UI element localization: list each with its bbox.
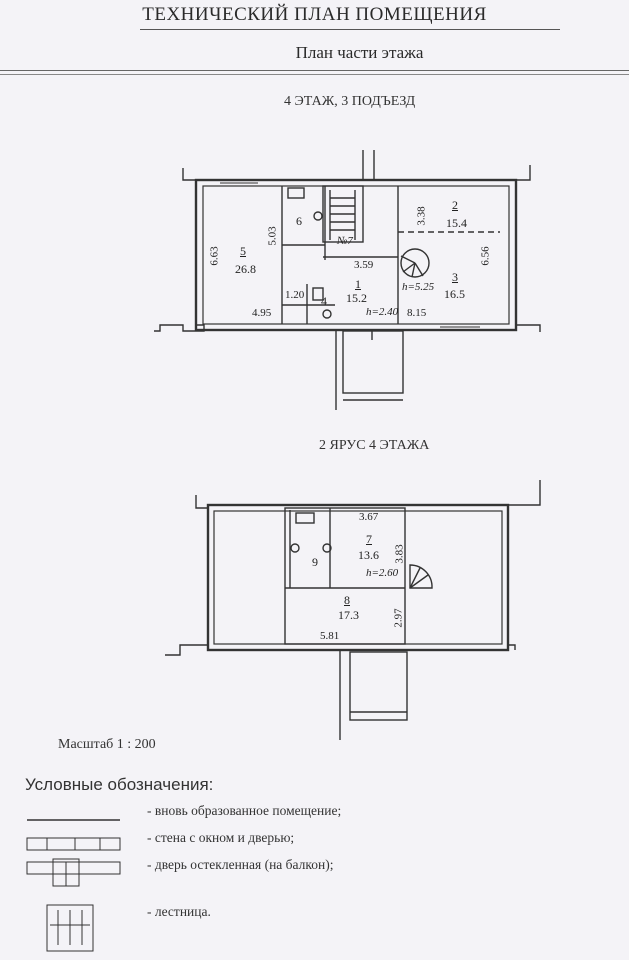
subtitle-underline [0,70,629,71]
room5-number: 5 [240,244,246,258]
room7f2-area: 13.6 [358,548,379,562]
room8-number: 8 [344,593,350,607]
legend-item-wall-window-door: - стена с окном и дверью; [147,830,295,845]
document-subtitle: План части этажа [295,43,424,62]
room5-area: 26.8 [235,262,256,276]
dim-6-63: 6.63 [208,246,221,266]
floor2-plan [165,480,541,740]
floor1-label: 4 ЭТАЖ, 3 ПОДЪЕЗД [284,94,416,109]
dim-4-95: 4.95 [252,307,272,319]
dim-3-83: 3.83 [393,544,406,564]
room7f2-number: 7 [366,532,372,546]
dim-6-56: 6.56 [479,246,492,266]
legend-symbols [26,819,121,952]
title-underline [140,29,560,30]
floor1-plan [154,150,541,410]
room9-number: 9 [312,555,318,569]
dim-3-38: 3.38 [415,206,428,226]
floor2-label: 2 ЯРУС 4 ЭТАЖА [319,438,430,453]
room1-number: 1 [355,277,361,291]
legend-item-glazed-door: - дверь остекленная (на балкон); [147,857,334,872]
scale-label: Масштаб 1 : 200 [58,737,156,752]
room3-number: 3 [452,270,458,284]
room6-number: 6 [296,214,302,228]
dim-3-59: 3.59 [354,259,374,271]
dim-1-20: 1.20 [285,289,305,301]
room7-number: №7 [337,235,353,247]
subtitle-underline-2 [0,74,629,75]
room4-number: 4 [321,294,327,308]
room8-area: 17.3 [338,608,359,622]
legend-item-new-room: - вновь образованное помещение; [147,803,342,818]
room2-number: 2 [452,198,458,212]
room3-area: 16.5 [444,287,465,301]
dim-5-03: 5.03 [266,226,279,246]
height-5-25: h=5.25 [402,281,435,293]
dim-3-67: 3.67 [359,511,379,523]
legend-title: Условные обозначения: [25,775,214,794]
document-title: ТЕХНИЧЕСКИЙ ПЛАН ПОМЕЩЕНИЯ [142,4,487,25]
dim-5-81: 5.81 [320,630,340,642]
room1-area: 15.2 [346,291,367,305]
dim-8-15: 8.15 [407,307,427,319]
room2-area: 15.4 [446,216,467,230]
dim-2-97: 2.97 [392,608,405,628]
height-2-40: h=2.40 [366,306,399,318]
legend-item-staircase: - лестница. [147,904,211,919]
height-2-60: h=2.60 [366,567,399,579]
